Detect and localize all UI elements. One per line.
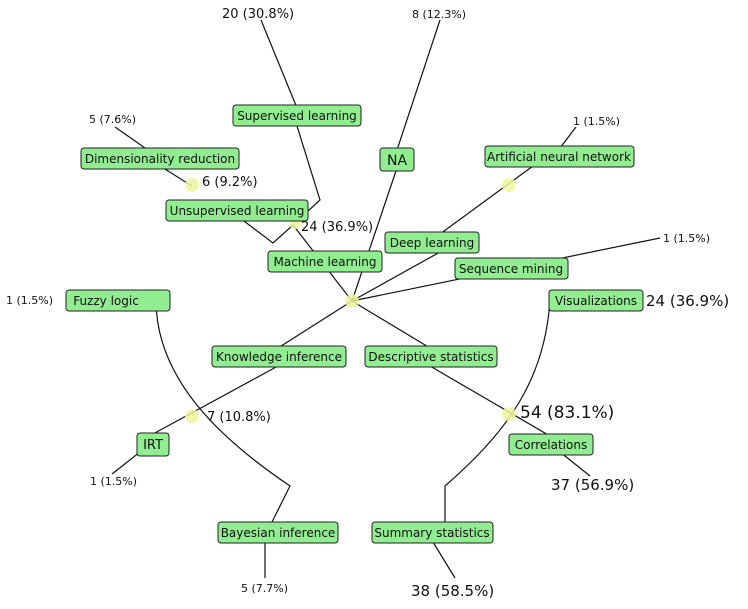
edge-supervised-unsupervised <box>296 125 321 213</box>
edge-descriptive-correlations <box>429 365 551 437</box>
junction-descriptive <box>502 407 516 421</box>
node-supervised-learning: Supervised learning <box>232 104 362 127</box>
edge-ann-deep <box>439 165 534 235</box>
edge-deep-root <box>351 251 441 302</box>
edge-correlations-count <box>559 451 591 477</box>
count-fuzzy-logic: 1 (1.5%) <box>6 294 53 307</box>
node-label-machine-learning: Machine learning <box>273 255 376 269</box>
count-irt: 1 (1.5%) <box>90 475 137 488</box>
node-visualizations: Visualizations <box>548 289 644 312</box>
node-machine-learning: Machine learning <box>267 250 383 273</box>
node-label-fuzzy-logic: Fuzzy logic <box>73 294 139 308</box>
count-knowledge-branch: 7 (10.8%) <box>207 410 271 425</box>
node-dimensionality-reduction: Dimensionality reduction <box>80 147 240 170</box>
count-visualizations: 24 (36.9%) <box>646 292 729 310</box>
edge-dimred-count <box>114 126 146 149</box>
count-summary-statistics: 38 (58.5%) <box>411 582 494 600</box>
edge-root-knowledge <box>277 300 353 349</box>
count-machine-learning: 24 (36.9%) <box>301 220 373 235</box>
node-label-summary-statistics: Summary statistics <box>374 526 489 540</box>
count-descriptive-branch: 54 (83.1%) <box>520 403 614 423</box>
edge-irt-count <box>111 451 141 475</box>
node-summary-statistics: Summary statistics <box>371 521 494 544</box>
node-na: NA <box>379 147 415 172</box>
edge-visualizations-arc <box>444 299 551 524</box>
node-label-visualizations: Visualizations <box>555 294 637 308</box>
count-sequence-mining: 1 (1.5%) <box>663 232 710 245</box>
node-label-correlations: Correlations <box>515 438 587 452</box>
nodes: Supervised learning Dimensionality reduc… <box>65 104 644 544</box>
node-irt: IRT <box>136 432 170 457</box>
node-fuzzy-logic: Fuzzy logic <box>65 289 171 312</box>
node-label-dimensionality-reduction: Dimensionality reduction <box>85 152 235 166</box>
node-label-sequence-mining: Sequence mining <box>459 262 563 276</box>
count-na: 8 (12.3%) <box>412 8 466 21</box>
junction-knowledge <box>185 409 199 423</box>
node-artificial-neural-network: Artificial neural network <box>484 145 635 168</box>
count-labels: 20 (30.8%) 8 (12.3%) 5 (7.6%) 1 (1.5%) 6… <box>6 7 729 600</box>
node-unsupervised-learning: Unsupervised learning <box>165 199 309 222</box>
junction-dimred <box>185 178 199 192</box>
edge-na-count <box>396 19 441 151</box>
node-label-unsupervised-learning: Unsupervised learning <box>170 204 305 218</box>
node-label-bayesian-inference: Bayesian inference <box>221 526 336 540</box>
node-descriptive-statistics: Descriptive statistics <box>364 345 498 368</box>
node-label-deep-learning: Deep learning <box>390 236 474 250</box>
count-correlations: 37 (56.9%) <box>551 476 634 494</box>
node-label-na: NA <box>387 153 407 169</box>
count-unsupervised-branch: 6 (9.2%) <box>202 175 258 190</box>
node-sequence-mining: Sequence mining <box>454 257 569 280</box>
edge-fuzzy-arc <box>155 299 291 523</box>
count-bayesian-inference: 5 (7.7%) <box>241 582 288 595</box>
node-label-knowledge-inference: Knowledge inference <box>216 350 342 364</box>
node-label-irt: IRT <box>143 438 163 453</box>
edge-supervised-count <box>260 19 298 109</box>
node-label-descriptive-statistics: Descriptive statistics <box>368 350 493 364</box>
node-label-supervised-learning: Supervised learning <box>237 109 357 123</box>
node-deep-learning: Deep learning <box>384 231 480 254</box>
edge-knowledge-irt <box>152 365 279 435</box>
node-knowledge-inference: Knowledge inference <box>211 345 347 368</box>
edge-summary-count <box>432 541 456 579</box>
tree-edges <box>111 19 661 579</box>
node-label-artificial-neural-network: Artificial neural network <box>487 150 631 164</box>
node-correlations: Correlations <box>508 433 594 456</box>
count-artificial-neural-network: 1 (1.5%) <box>573 115 620 128</box>
junction-ann <box>502 178 516 192</box>
node-bayesian-inference: Bayesian inference <box>217 521 339 544</box>
count-dimensionality-reduction: 5 (7.6%) <box>89 113 136 126</box>
junction-root <box>345 294 359 308</box>
count-supervised-learning: 20 (30.8%) <box>222 7 294 22</box>
edge-na-root <box>351 167 398 302</box>
edge-ann-count <box>559 126 577 149</box>
junction-markers <box>185 178 516 423</box>
edge-root-descriptive <box>351 300 431 349</box>
